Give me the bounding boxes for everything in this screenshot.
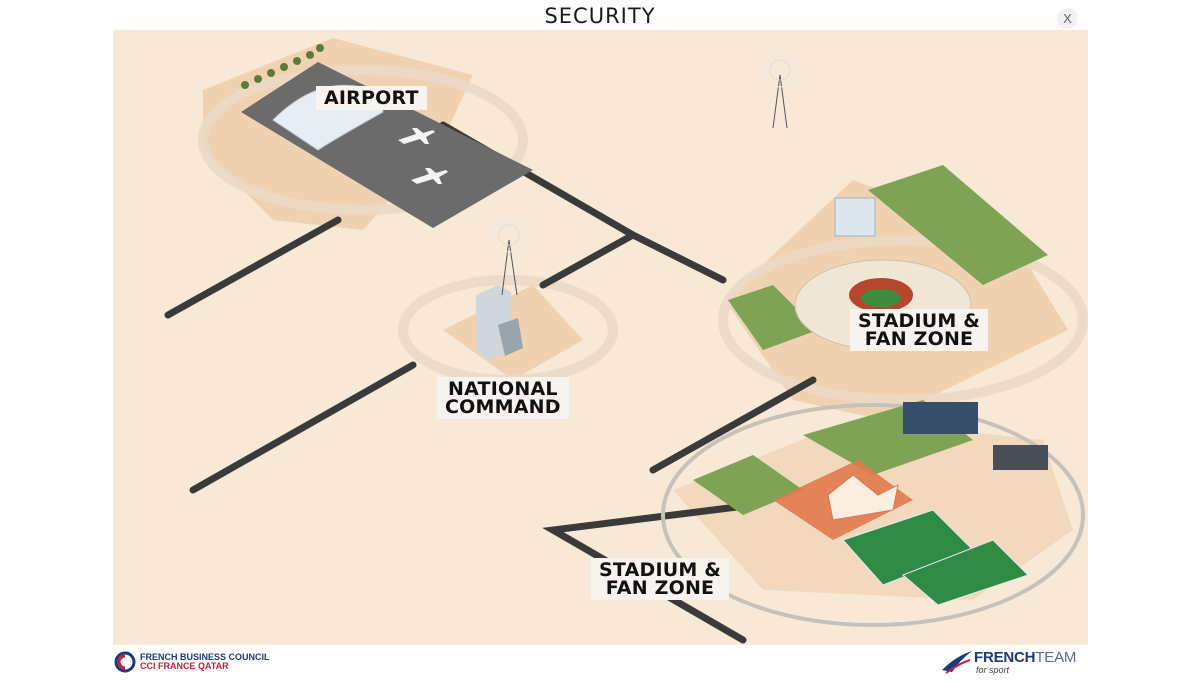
radio-tower-north (762, 52, 798, 129)
french-team-word1: FRENCH (974, 649, 1036, 666)
airport-planes (398, 128, 448, 184)
label-national-command-line1: NATIONAL (448, 378, 558, 400)
label-stadium-top-line2: FAN ZONE (864, 328, 974, 350)
label-airport[interactable]: AIRPORT (316, 86, 427, 110)
fanzone-stage (993, 445, 1048, 470)
road-stadium-fanzone (649, 376, 817, 474)
radio-tower-command (491, 217, 527, 296)
fanzone-fence (661, 403, 1085, 627)
stadium-pitch (861, 289, 901, 307)
stadium-lawn-north (868, 165, 1048, 285)
council-name-line1: FRENCH BUSINESS COUNCIL (140, 652, 270, 662)
label-stadium-fan-zone-bottom[interactable]: STADIUM & FAN ZONE (591, 558, 730, 600)
label-stadium-bottom-line2: FAN ZONE (605, 577, 715, 599)
label-stadium-bottom-line1: STADIUM & (599, 559, 722, 581)
fanzone-pitch-2 (902, 539, 1029, 606)
stadium-security-ring (718, 235, 1088, 405)
label-stadium-fan-zone-top[interactable]: STADIUM & FAN ZONE (850, 309, 989, 351)
french-team-logo: FRENCHTEAM for sport (940, 646, 1090, 676)
airport-security-ring (198, 65, 528, 215)
map-illustration (164, 38, 1088, 644)
label-stadium-top-line1: STADIUM & (858, 310, 981, 332)
hotel-building (834, 197, 876, 237)
french-team-swoosh-icon (942, 651, 972, 674)
label-airport-text: AIRPORT (324, 87, 419, 109)
page-title: SECURITY (544, 4, 656, 28)
french-business-council-logo: FRENCH BUSINESS COUNCIL CCI FRANCE QATAR (114, 648, 270, 676)
road-junction-command (539, 231, 637, 289)
french-team-word2: TEAM (1035, 649, 1077, 666)
fanzone-hall (903, 402, 978, 434)
road-west-1 (164, 216, 342, 319)
road-south-fanzone (542, 501, 757, 644)
fanzone-tent-roof (827, 474, 899, 521)
stadium-lawn-west (728, 285, 818, 350)
council-name-line2: CCI FRANCE QATAR (140, 661, 229, 671)
french-team-wordmark: FRENCHTEAM (974, 649, 1076, 666)
security-map: AIRPORT NATIONAL COMMAND STADIUM & FAN Z… (113, 30, 1088, 645)
cci-logo-icon (114, 651, 136, 673)
close-button[interactable]: X (1057, 8, 1078, 29)
french-team-tagline: for sport (976, 665, 1010, 675)
label-national-command[interactable]: NATIONAL COMMAND (437, 377, 569, 419)
label-national-command-line2: COMMAND (445, 396, 561, 418)
road-west-2 (189, 361, 417, 494)
plane (411, 168, 448, 184)
command-buildings (476, 285, 523, 360)
airport-palms (241, 44, 324, 89)
plane (398, 128, 435, 144)
